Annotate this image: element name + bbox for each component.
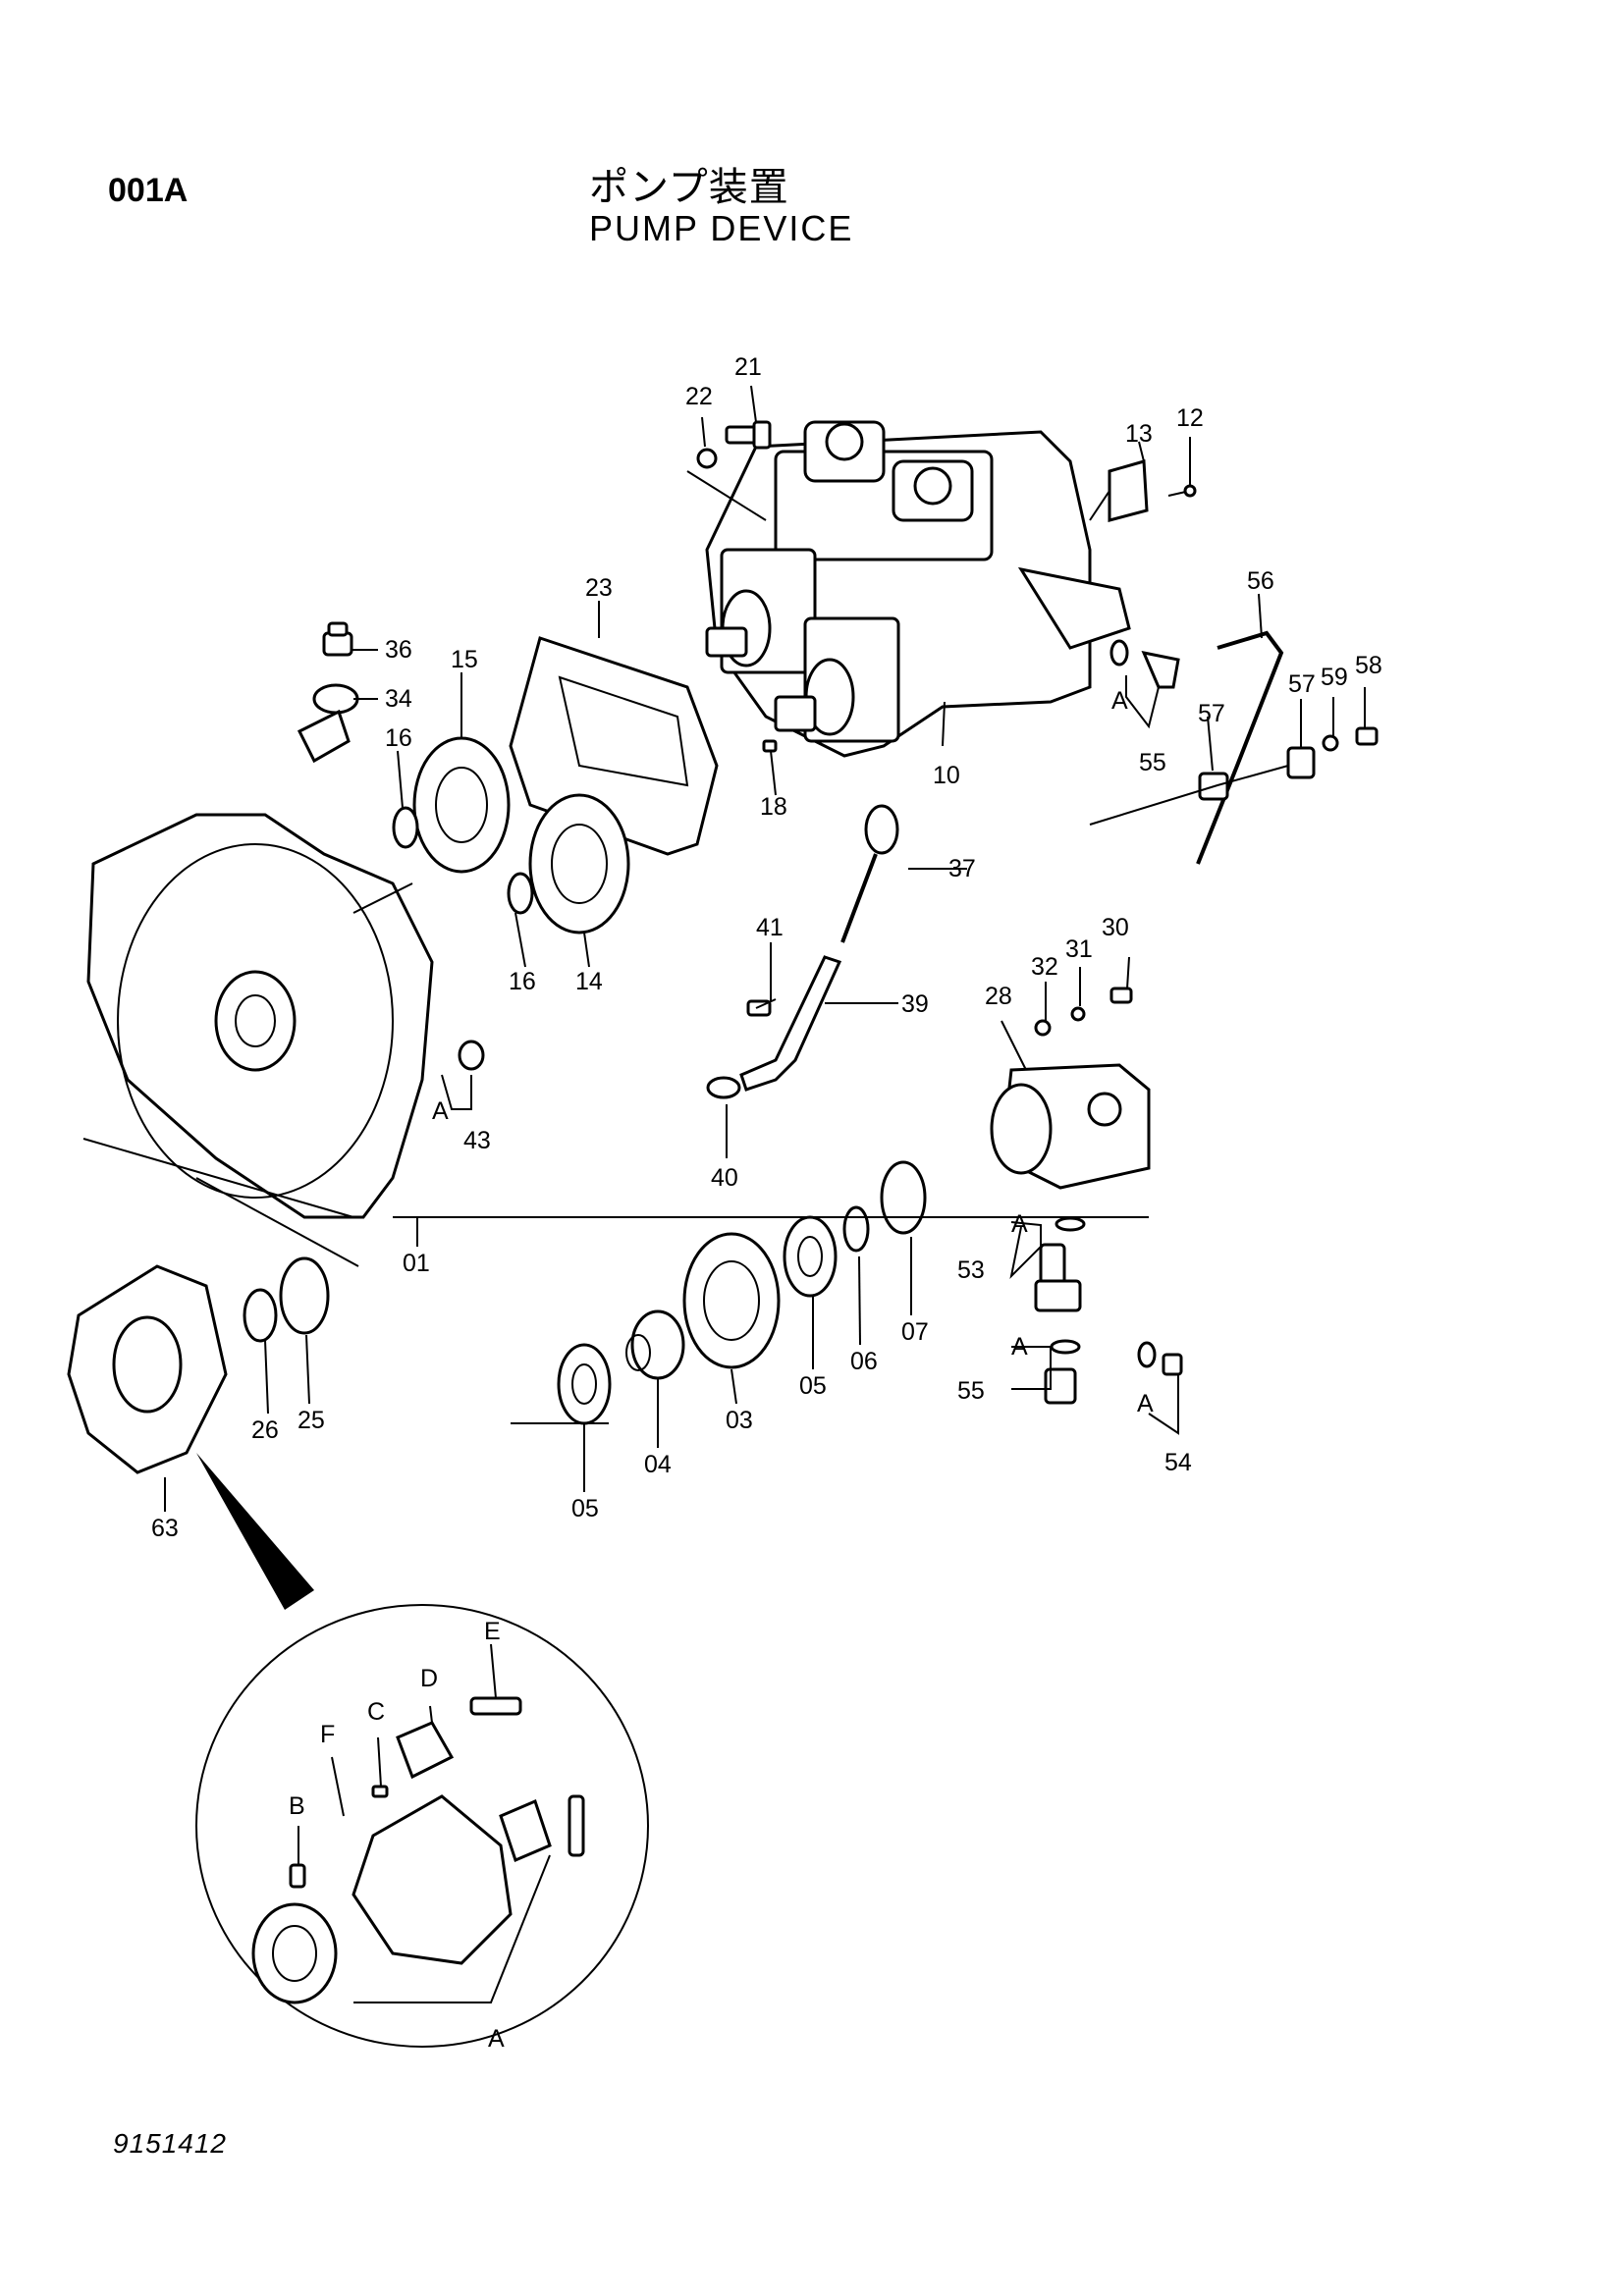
callout-05-upper: 05: [799, 1372, 827, 1400]
coupling-detail-view: [195, 1453, 649, 2048]
callout-10: 10: [933, 762, 960, 789]
washer-59: [1322, 734, 1339, 752]
callout-31: 31: [1065, 935, 1093, 963]
page-code: 001A: [108, 172, 189, 209]
plug-54: [1137, 1341, 1183, 1376]
title-japanese: ポンプ装置: [589, 165, 789, 210]
callout-16-upper: 16: [385, 724, 412, 752]
bolt-41: [746, 998, 777, 1017]
callout-54: 54: [1164, 1449, 1192, 1476]
gear-14: [528, 793, 630, 934]
callout-07: 07: [901, 1318, 929, 1346]
callout-05-lower: 05: [571, 1495, 599, 1522]
snap-ring-26: [243, 1288, 278, 1343]
callout-56: 56: [1247, 567, 1274, 595]
callout-12: 12: [1176, 404, 1204, 432]
callout-58: 58: [1355, 652, 1382, 679]
bolt-58: [1355, 726, 1379, 746]
bearing-05b: [557, 1343, 612, 1425]
callout-36: 36: [385, 636, 412, 664]
callout-43: 43: [463, 1127, 491, 1154]
pin-18: [762, 739, 778, 753]
bolt-30: [1109, 987, 1133, 1004]
callout-A-housing: A: [432, 1097, 449, 1125]
fitting-55-upper: [1109, 639, 1180, 689]
main-pump-assembly: [705, 420, 1131, 758]
coupling-63: [67, 1264, 228, 1474]
callout-A-fitting55: A: [1011, 1333, 1028, 1361]
clamp-57a: [1286, 746, 1316, 779]
document-number: 9151412: [113, 2128, 228, 2159]
callout-A-detail: A: [488, 2025, 505, 2053]
callout-01: 01: [403, 1250, 430, 1277]
callout-59: 59: [1321, 664, 1348, 691]
callout-labels: 21 22 13 12 23 56 36 15 34 16 57 59 58 A…: [151, 353, 1382, 2053]
bolt-21: [696, 420, 772, 469]
callout-18: 18: [760, 793, 787, 821]
gear-03: [682, 1232, 781, 1369]
title-english: PUMP DEVICE: [589, 208, 854, 248]
washer-31: [1070, 1006, 1086, 1022]
plug-43: [458, 1040, 485, 1071]
callout-06: 06: [850, 1348, 878, 1375]
snap-ring-06: [842, 1205, 870, 1253]
callout-21: 21: [734, 353, 762, 381]
callout-39: 39: [901, 990, 929, 1018]
o-ring-32: [1034, 1019, 1052, 1037]
callout-53: 53: [957, 1256, 985, 1284]
callout-B: B: [289, 1792, 305, 1820]
gear-15: [412, 736, 511, 874]
snap-ring-16b: [507, 872, 534, 915]
callout-16-lower: 16: [509, 968, 536, 995]
callout-25: 25: [298, 1407, 325, 1434]
plug-36: [322, 621, 353, 657]
callout-37: 37: [948, 855, 976, 882]
callout-F: F: [320, 1721, 335, 1748]
fitting-53: [1034, 1216, 1086, 1312]
callout-57-upper: 57: [1288, 670, 1316, 698]
callout-55-upper: 55: [1139, 749, 1166, 776]
pump-housing-01: [86, 813, 434, 1219]
callout-40: 40: [711, 1164, 738, 1192]
callout-30: 30: [1102, 914, 1129, 941]
bearing-05a: [783, 1215, 838, 1298]
callout-A-fitting53: A: [1011, 1210, 1028, 1238]
mounting-flange-13: [1108, 459, 1197, 522]
callout-26: 26: [251, 1416, 279, 1444]
callout-57-lower: 57: [1198, 700, 1225, 727]
callout-22: 22: [685, 383, 713, 410]
callout-34: 34: [385, 685, 412, 713]
dipstick-37: [840, 804, 899, 943]
callout-32: 32: [1031, 953, 1058, 981]
callout-28: 28: [985, 983, 1012, 1010]
callout-15: 15: [451, 646, 478, 673]
callout-63: 63: [151, 1515, 179, 1542]
callout-04: 04: [644, 1451, 672, 1478]
spline-shaft-04: [625, 1309, 685, 1380]
callout-41: 41: [756, 914, 784, 941]
elbow-fitting-34: [297, 683, 359, 764]
callout-A-upper: A: [1111, 687, 1128, 715]
snap-ring-07: [880, 1160, 927, 1235]
guide-pipe-39: [739, 955, 842, 1092]
callout-D: D: [420, 1665, 438, 1692]
callout-13: 13: [1125, 420, 1153, 448]
gasket-40: [706, 1076, 741, 1099]
callout-A-plug54: A: [1137, 1390, 1154, 1417]
callout-55-lower: 55: [957, 1377, 985, 1405]
callout-E: E: [484, 1618, 501, 1645]
callout-14: 14: [575, 968, 603, 995]
callout-23: 23: [585, 574, 613, 602]
callout-03: 03: [726, 1407, 753, 1434]
fitting-55-lower: [1044, 1339, 1081, 1405]
leader-lines: [82, 385, 1366, 2003]
callout-C: C: [367, 1698, 385, 1726]
seal-25: [279, 1256, 330, 1335]
gear-pump-28: [990, 1063, 1151, 1190]
snap-ring-16a: [392, 806, 419, 849]
